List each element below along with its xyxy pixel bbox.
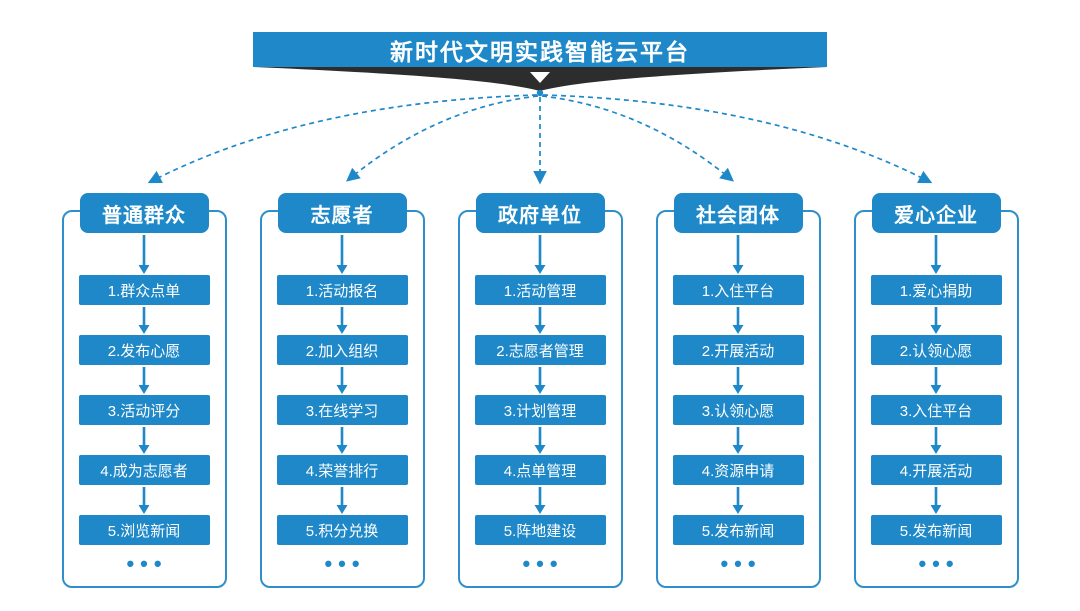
arrow-down-icon [930,427,942,454]
arrow-down-icon [138,427,150,454]
more-steps-ellipsis: ••• [918,551,960,576]
arrow-down-icon [530,72,550,83]
flow-column-4: 社会团体 1.入住平台 2.开展活动 3.认领心愿 4.资源申请 5.发布新闻 ••• [655,193,821,590]
connector-to-column-1 [147,94,538,184]
platform-title-banner: 新时代文明实践智能云平台 [253,32,827,67]
arrow-down-icon [732,427,744,454]
flow-column-2: 志愿者 1.活动报名 2.加入组织 3.在线学习 4.荣誉排行 5.积分兑换 ••• [259,193,425,590]
flow-step: 1.爱心捐助 [870,275,1002,305]
column-header: 普通群众 [79,193,209,233]
arrow-down-icon [534,427,546,454]
arrow-down-icon [336,367,348,394]
arrow-down-icon [930,307,942,334]
flow-step: 1.入住平台 [672,275,804,305]
arrow-down-icon [138,235,150,274]
column-body: 1.爱心捐助 2.认领心愿 3.入住平台 4.开展活动 5.发布新闻 [870,233,1002,545]
arrow-down-icon [336,307,348,334]
flow-step: 4.荣誉排行 [276,455,408,485]
more-steps-ellipsis: ••• [324,551,366,576]
flow-column-3: 政府单位 1.活动管理 2.志愿者管理 3.计划管理 4.点单管理 5.阵地建设 ••• [457,193,623,590]
flow-step: 4.成为志愿者 [78,455,210,485]
arrow-down-icon [732,307,744,334]
connector-to-column-4 [541,95,734,182]
flow-step: 2.认领心愿 [870,335,1002,365]
flow-step: 5.阵地建设 [474,515,606,545]
flow-step: 3.认领心愿 [672,395,804,425]
flow-step: 2.发布心愿 [78,335,210,365]
flow-step: 4.资源申请 [672,455,804,485]
flow-step: 3.在线学习 [276,395,408,425]
arrow-down-icon [138,367,150,394]
column-body: 1.活动管理 2.志愿者管理 3.计划管理 4.点单管理 5.阵地建设 [474,233,606,545]
arrow-down-icon [534,367,546,394]
flow-step: 3.活动评分 [78,395,210,425]
page-title: 新时代文明实践智能云平台 [390,38,690,65]
flow-step: 3.计划管理 [474,395,606,425]
column-header: 志愿者 [277,193,407,233]
connector-to-column-2 [346,95,539,182]
flow-column-5: 爱心企业 1.爱心捐助 2.认领心愿 3.入住平台 4.开展活动 5.发布新闻 ••• [853,193,1019,590]
column-header: 爱心企业 [871,193,1001,233]
arrow-down-icon [930,235,942,274]
connector-to-column-5 [542,94,933,184]
arrow-down-icon [732,487,744,514]
column-body: 1.群众点单 2.发布心愿 3.活动评分 4.成为志愿者 5.浏览新闻 [78,233,210,545]
flow-step: 5.发布新闻 [870,515,1002,545]
more-steps-ellipsis: ••• [720,551,762,576]
arrow-down-icon [336,487,348,514]
flow-step: 4.开展活动 [870,455,1002,485]
arrow-down-icon [138,487,150,514]
column-header: 政府单位 [475,193,605,233]
flow-step: 2.志愿者管理 [474,335,606,365]
flow-step: 4.点单管理 [474,455,606,485]
arrow-down-icon [138,307,150,334]
banner-ribbon [253,67,827,91]
more-steps-ellipsis: ••• [522,551,564,576]
columns-row: 普通群众 1.群众点单 2.发布心愿 3.活动评分 4.成为志愿者 5.浏览新闻 •••… [0,193,1080,590]
flow-step: 1.活动管理 [474,275,606,305]
column-body: 1.活动报名 2.加入组织 3.在线学习 4.荣誉排行 5.积分兑换 [276,233,408,545]
column-header: 社会团体 [673,193,803,233]
arrow-down-icon [732,367,744,394]
flow-step: 5.浏览新闻 [78,515,210,545]
flow-step: 1.群众点单 [78,275,210,305]
arrow-down-icon [534,487,546,514]
flow-step: 5.积分兑换 [276,515,408,545]
arrow-down-icon [930,487,942,514]
arrow-down-icon [534,307,546,334]
connector-arrows [147,89,933,185]
column-body: 1.入住平台 2.开展活动 3.认领心愿 4.资源申请 5.发布新闻 [672,233,804,545]
arrow-down-icon [534,235,546,274]
more-steps-ellipsis: ••• [126,551,168,576]
flow-step: 5.发布新闻 [672,515,804,545]
flow-step: 2.开展活动 [672,335,804,365]
arrow-down-icon [930,367,942,394]
flow-column-1: 普通群众 1.群众点单 2.发布心愿 3.活动评分 4.成为志愿者 5.浏览新闻 ••• [61,193,227,590]
arrow-down-icon [336,427,348,454]
flow-step: 3.入住平台 [870,395,1002,425]
flow-step: 2.加入组织 [276,335,408,365]
arrow-down-icon [732,235,744,274]
flow-step: 1.活动报名 [276,275,408,305]
arrow-down-icon [336,235,348,274]
